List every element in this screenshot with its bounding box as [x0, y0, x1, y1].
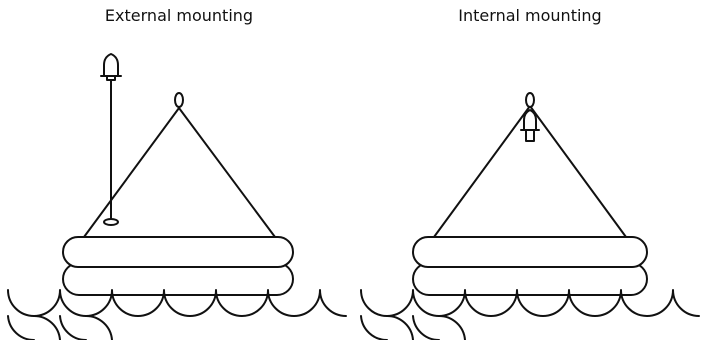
antenna-icon [100, 53, 122, 226]
triangle-frame [83, 107, 276, 238]
waves-icon [360, 289, 700, 340]
external-mounting-caption: External mounting [104, 6, 254, 25]
lifting-ring-icon [174, 92, 184, 108]
waves-icon [7, 289, 347, 340]
upper-float-tube [62, 236, 294, 268]
internal-mounting-caption: Internal mounting [458, 6, 602, 25]
triangle-frame [433, 105, 627, 238]
antenna-icon [520, 109, 540, 142]
upper-float-tube [412, 236, 648, 268]
internal-mounting-diagram [360, 92, 700, 340]
lifting-ring-icon [525, 92, 535, 108]
external-mounting-diagram [7, 53, 347, 340]
